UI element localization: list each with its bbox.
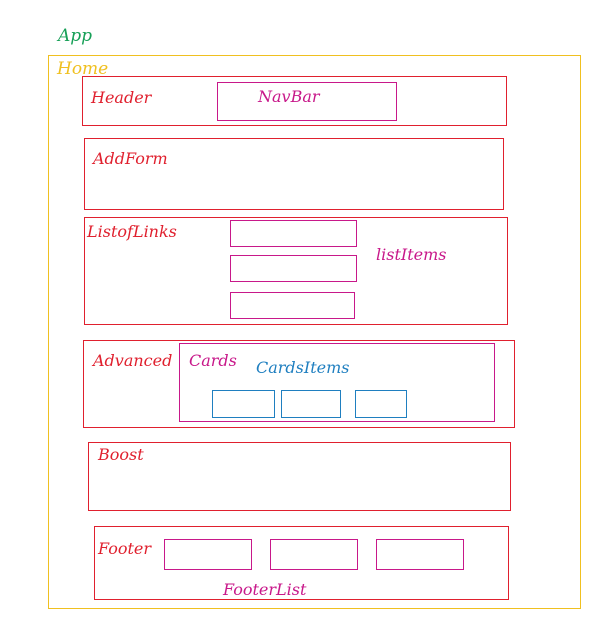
footerlist-label: FooterList: [223, 580, 307, 599]
card-item: [281, 390, 341, 418]
listoflinks-box: [84, 217, 508, 325]
addform-box: [84, 138, 504, 210]
header-label: Header: [91, 88, 152, 107]
list-item: [230, 255, 357, 282]
advanced-label: Advanced: [93, 351, 173, 370]
advanced-box: [83, 340, 515, 428]
listoflinks-label: ListofLinks: [87, 222, 177, 241]
listitems-label: listItems: [376, 245, 447, 264]
boost-box: [88, 442, 511, 511]
footer-box: [94, 526, 509, 600]
footer-list-item: [270, 539, 358, 570]
addform-label: AddForm: [93, 149, 168, 168]
list-item: [230, 220, 357, 247]
header-box: [82, 76, 507, 126]
footer-list-item: [164, 539, 252, 570]
cardsitems-label: CardsItems: [256, 358, 350, 377]
card-item: [355, 390, 407, 418]
cards-box: [179, 343, 495, 422]
footer-list-item: [376, 539, 464, 570]
card-item: [212, 390, 275, 418]
home-label: Home: [57, 59, 109, 79]
boost-label: Boost: [98, 445, 144, 464]
navbar-label: NavBar: [258, 87, 320, 106]
cards-label: Cards: [189, 351, 237, 370]
app-label: App: [58, 26, 93, 46]
list-item: [230, 292, 355, 319]
footer-label: Footer: [98, 539, 152, 558]
home-box: [48, 55, 581, 609]
navbar-box: [217, 82, 397, 121]
